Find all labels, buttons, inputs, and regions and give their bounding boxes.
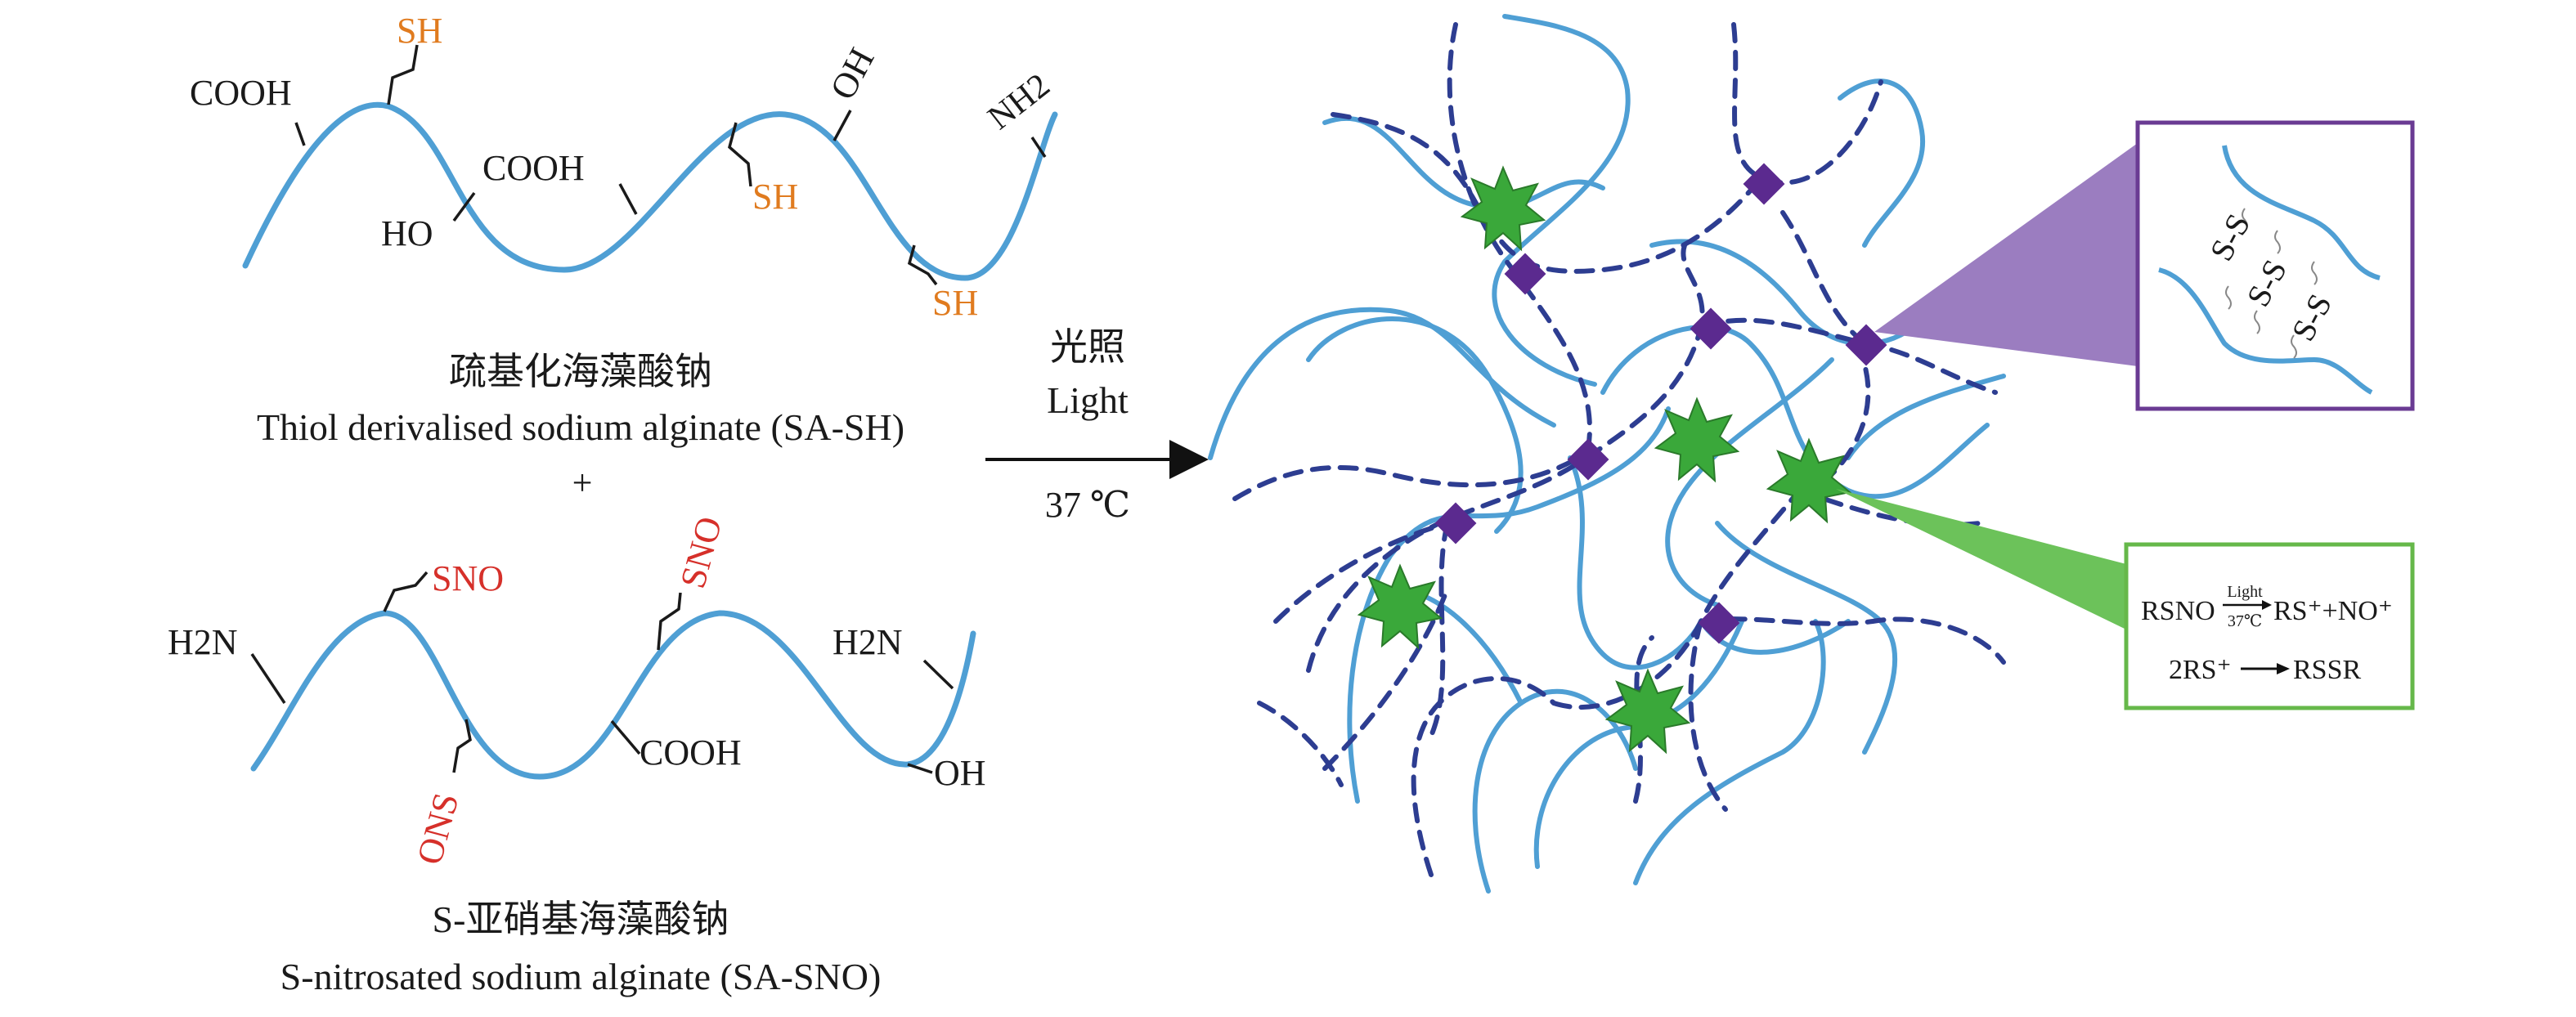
sa-sh-molecule: COOH SH COOH HO OH SH NH2 SH 疏基化海藻酸钠 Thi… (190, 11, 1058, 448)
label-oh-top: OH (823, 42, 882, 106)
label-h2n-right: H2N (832, 622, 903, 662)
no-donor-star-icon (1766, 437, 1852, 524)
crosslink-diamond (1434, 502, 1477, 544)
callout-wedge-purple (1874, 143, 2138, 366)
plus-sign: + (572, 463, 593, 503)
reaction-condition-top: Light (2227, 583, 2263, 601)
no-donor-star-icon (1604, 668, 1691, 755)
label-ho: HO (381, 213, 433, 253)
label-cooh-bottom: COOH (640, 733, 742, 773)
reaction-arrow-2-head-icon (2277, 663, 2290, 674)
label-oh-bottom: OH (934, 753, 986, 793)
hydrogel-network (1208, 14, 2006, 894)
arrow-temperature: 37 ℃ (1045, 485, 1130, 525)
reaction-condition-bottom: 37℃ (2228, 612, 2262, 630)
crosslink-diamond (1504, 253, 1546, 295)
sa-sno-bonds (250, 571, 954, 774)
reaction2-reactant: 2RS⁺ (2169, 655, 2232, 685)
inset-chain-upper (2222, 145, 2381, 280)
label-nh2: NH2 (981, 66, 1057, 137)
label-ons: ONS (409, 789, 466, 869)
arrow-head-icon (1169, 440, 1209, 479)
label-sno-mid: SNO (672, 513, 729, 593)
label-sh-mid: SH (752, 177, 798, 217)
reaction2-product: RSSR (2293, 655, 2361, 685)
label-h2n-left: H2N (168, 622, 238, 662)
label-cooh-left: COOH (190, 73, 292, 113)
inset-links (2225, 208, 2318, 359)
network-solid-chains (1208, 14, 2006, 894)
sa-sno-name-en: S-nitrosated sodium alginate (SA-SNO) (280, 956, 882, 997)
reaction-arrow-1-head-icon (2262, 600, 2272, 610)
label-nh2-text: NH2 (981, 66, 1057, 137)
reaction-reactant: RSNO (2141, 596, 2215, 626)
callout-wedge-green (1836, 489, 2126, 629)
sa-sno-molecule: H2N SNO SNO ONS COOH H2N OH S-亚硝基海藻酸钠 S-… (168, 513, 986, 997)
no-donor-star-icon (1654, 396, 1740, 483)
inset-reaction-frame (2124, 542, 2415, 710)
label-sh-top: SH (397, 11, 442, 51)
sa-sh-name-zh: 疏基化海藻酸钠 (449, 351, 712, 392)
no-donor-markers (1357, 165, 1852, 755)
sa-sno-name-zh: S-亚硝基海藻酸钠 (433, 898, 729, 940)
inset-chain-lower (2158, 267, 2373, 395)
crosslink-diamond (1567, 438, 1609, 481)
label-cooh-mid: COOH (482, 148, 585, 188)
inset-reaction: RSNO Light 37℃ RS⁺+NO⁺ 2RS⁺ RSSR (2124, 542, 2415, 710)
sa-sh-chain (242, 101, 1058, 281)
inset-disulfide: S-S S-S S-S (2135, 120, 2415, 411)
no-donor-star-icon (1460, 165, 1546, 252)
crosslink-diamond (1690, 307, 1732, 350)
label-sh-right: SH (932, 283, 978, 323)
arrow-label-en: Light (1047, 379, 1129, 421)
reaction-arrow: 光照 Light 37 ℃ (985, 326, 1209, 525)
arrow-label-zh: 光照 (1050, 326, 1125, 368)
reaction-products: RS⁺+NO⁺ (2273, 596, 2393, 626)
label-sno-top: SNO (432, 558, 504, 598)
no-donor-star-icon (1357, 563, 1443, 650)
sa-sh-name-en: Thiol derivalised sodium alginate (SA-SH… (257, 406, 904, 448)
sa-sh-bonds (294, 44, 1047, 286)
